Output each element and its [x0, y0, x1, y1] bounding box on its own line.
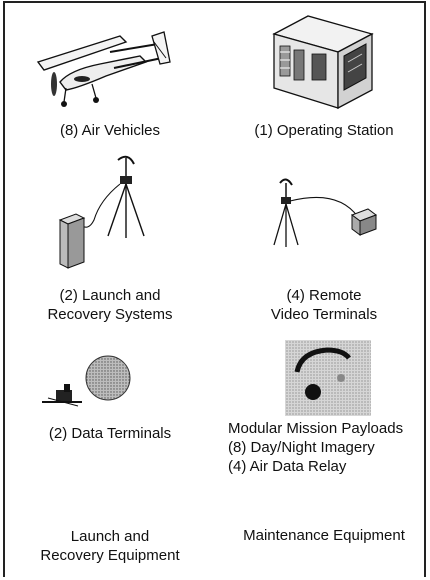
air-vehicle-illustration [30, 22, 180, 114]
operating-station-label: (1) Operating Station [254, 122, 394, 139]
data-terminals-label: (2) Data Terminals [48, 425, 172, 442]
air-vehicles-label: (8) Air Vehicles [59, 122, 161, 139]
diagram-frame [3, 1, 426, 577]
operating-station-illustration [268, 12, 378, 112]
mission-payload-illustration [283, 338, 373, 418]
launch-recovery-equipment-label: Launch and Recovery Equipment [40, 528, 180, 564]
remote-video-terminals-label: (4) Remote Video Terminals [270, 287, 378, 323]
launch-recovery-system-illustration [50, 150, 160, 270]
maintenance-equipment-label: Maintenance Equipment [243, 527, 405, 544]
remote-video-terminal-illustration [268, 175, 388, 255]
data-terminal-illustration [38, 352, 148, 412]
mission-payloads-label: Modular Mission Payloads (8) Day/Night I… [228, 420, 404, 475]
launch-recovery-systems-label: (2) Launch and Recovery Systems [47, 287, 173, 323]
